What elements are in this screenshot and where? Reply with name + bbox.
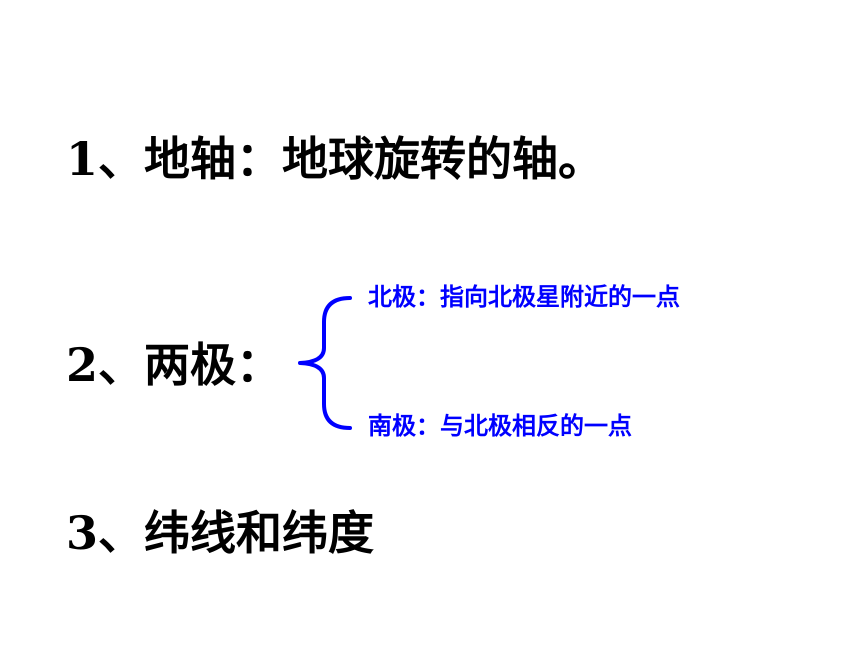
north-pole-definition: 北极：指向北极星附近的一点 xyxy=(368,282,680,311)
point-earth-axis: 1、地轴：地球旋转的轴。 xyxy=(66,132,605,186)
point-two-poles: 2、两极： xyxy=(66,338,283,392)
point-latitude: 3、纬线和纬度 xyxy=(66,506,375,560)
south-pole-definition: 南极：与北极相反的一点 xyxy=(368,411,632,440)
brace-icon xyxy=(298,296,352,430)
